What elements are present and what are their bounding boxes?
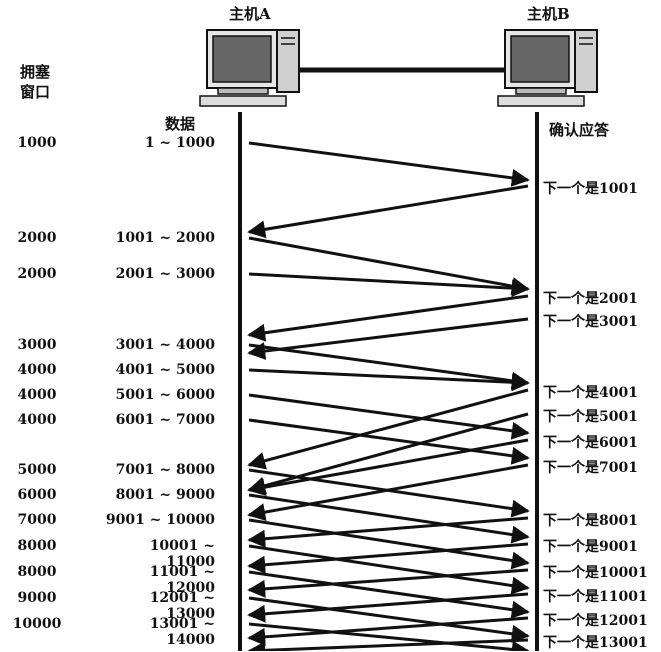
host-b-label: 主机B: [527, 6, 570, 22]
segment-range: 13001 ~ 14000: [100, 616, 215, 648]
data-segment-arrow: [249, 546, 528, 588]
host-b-computer-icon: [498, 30, 597, 106]
ack-arrow: [249, 440, 528, 490]
segment-range: 5001 ~ 6000: [100, 387, 215, 403]
segment-range: 1 ~ 1000: [100, 135, 215, 151]
ack-label: 下一个是6001: [543, 432, 638, 452]
host-a-computer-icon: [200, 30, 299, 106]
ack-label: 下一个是1001: [543, 178, 638, 198]
ack-arrow: [249, 570, 528, 590]
cwnd-value: 5000: [12, 462, 62, 478]
data-segment-arrow: [249, 143, 528, 180]
cwnd-value: 7000: [12, 512, 62, 528]
cwnd-value: 4000: [12, 362, 62, 378]
ack-header: 确认应答: [549, 122, 609, 138]
cwnd-value: 8000: [12, 538, 62, 554]
ack-label: 下一个是3001: [543, 311, 638, 331]
segment-range: 3001 ~ 4000: [100, 337, 215, 353]
cwnd-value: 8000: [12, 564, 62, 580]
segment-range: 4001 ~ 5000: [100, 362, 215, 378]
segment-range: 6001 ~ 7000: [100, 412, 215, 428]
cwnd-header: 拥塞 窗口: [20, 62, 50, 102]
ack-label: 下一个是10001: [543, 562, 648, 582]
host-a-label: 主机A: [229, 6, 271, 22]
data-segment-arrow: [249, 495, 528, 537]
cwnd-value: 1000: [12, 135, 62, 151]
ack-label: 下一个是9001: [543, 536, 638, 556]
data-segment-arrow: [249, 520, 528, 563]
ack-arrow: [249, 186, 528, 232]
ack-arrow: [249, 465, 528, 515]
ack-arrow: [249, 296, 528, 335]
cwnd-value: 10000: [12, 616, 62, 632]
cwnd-value: 2000: [12, 266, 62, 282]
ack-arrow: [249, 544, 528, 566]
segment-range: 8001 ~ 9000: [100, 487, 215, 503]
cwnd-value: 3000: [12, 337, 62, 353]
ack-label: 下一个是2001: [543, 288, 638, 308]
ack-label: 下一个是13001: [543, 632, 648, 652]
cwnd-value: 9000: [12, 590, 62, 606]
segment-range: 1001 ~ 2000: [100, 230, 215, 246]
segment-range: 2001 ~ 3000: [100, 266, 215, 282]
cwnd-value: 4000: [12, 412, 62, 428]
ack-label: 下一个是11001: [543, 586, 648, 606]
ack-label: 下一个是12001: [543, 610, 648, 630]
ack-label: 下一个是7001: [543, 457, 638, 477]
segment-range: 7001 ~ 8000: [100, 462, 215, 478]
ack-label: 下一个是8001: [543, 510, 638, 530]
ack-arrow: [249, 319, 528, 353]
ack-arrow: [249, 518, 528, 540]
data-header: 数据: [165, 116, 195, 132]
cwnd-value: 6000: [12, 487, 62, 503]
segment-range: 9001 ~ 10000: [100, 512, 215, 528]
cwnd-value: 2000: [12, 230, 62, 246]
ack-label: 下一个是4001: [543, 382, 638, 402]
ack-label: 下一个是5001: [543, 406, 638, 426]
cwnd-value: 4000: [12, 387, 62, 403]
